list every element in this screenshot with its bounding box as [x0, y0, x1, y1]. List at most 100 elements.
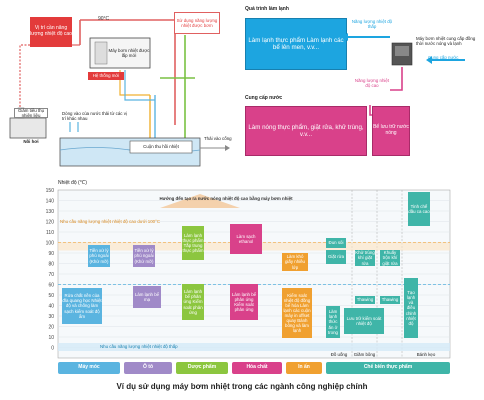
bar-label-6: Đun sôi — [328, 240, 344, 246]
blue-banner: Nhu cầu năng lượng nhiệt nhiệt độ thấp — [100, 344, 178, 349]
bar-label-1: Tiền xử lý phủ ngoài (Khử mỡ) — [89, 248, 109, 264]
supply-flow-diagram — [342, 33, 465, 116]
food-sub-ham: Giăm bông — [353, 352, 376, 357]
cold-arrow-icon — [342, 33, 348, 41]
y-tick: 40 — [48, 304, 54, 310]
cat-bg-2 — [124, 362, 172, 374]
water-supply-label: Cung cấp nước — [428, 55, 459, 60]
boiler-label: Nồi hơi — [23, 139, 39, 144]
bar-label-13: Làm lạnh bể phản ứng Kiểm soát phản ứng — [183, 289, 203, 315]
y-tick: 30 — [48, 314, 54, 320]
bar-19 — [344, 308, 384, 334]
bar-5 — [282, 253, 308, 271]
y-tick: 20 — [48, 325, 54, 331]
bar-label-16: Thawing — [356, 297, 374, 303]
heat-pump-desc: Máy bơm nhiệt cung cấp đồng thời nước nó… — [416, 35, 476, 46]
heat-pump-fan — [94, 41, 108, 65]
bar-17 — [380, 296, 400, 304]
y-tick: 120 — [46, 220, 55, 226]
inflow-label: Dòng vào của nước thải từ các vị trí khá… — [62, 111, 127, 121]
bar-16 — [355, 296, 375, 304]
heat-recovery-coil-label: Cuộn thu hồi nhiệt — [143, 144, 179, 150]
bar-14 — [230, 284, 258, 320]
bar-label-3: Làm lạnh thực phẩm Tắp trung thực phẩm — [182, 232, 204, 254]
bar-7 — [326, 250, 346, 264]
coil-frame — [129, 140, 193, 154]
cat-bg-1 — [58, 362, 120, 374]
industry-temperature-chart: 150 140 130 120 110 100 90 80 70 60 50 4… — [46, 188, 451, 374]
bar-15 — [282, 288, 312, 338]
figure-caption: Ví dụ sử dụng máy bơm nhiệt trong các ng… — [116, 382, 368, 391]
hot-tank-box: Bể lưu trữ nước nóng — [372, 106, 410, 156]
y-tick: 100 — [46, 241, 55, 247]
cooling-box: Làm lạnh thực phẩm Làm lạnh các bể lên m… — [245, 18, 347, 70]
y-tick: 140 — [46, 199, 55, 205]
heat-pump-panel — [395, 46, 409, 56]
low-temp-energy-label: Năng lượng nhiệt độ thấp — [351, 18, 393, 29]
bar-label-5: Làm khô giấy nhiều lớp — [284, 254, 306, 270]
category-machinery: Máy móc — [78, 364, 100, 371]
y-tick: 90 — [48, 251, 54, 257]
bar-3 — [182, 226, 204, 260]
y-tick: 150 — [46, 188, 55, 194]
bars — [62, 192, 430, 338]
temp-label: 90°C — [98, 16, 110, 22]
orange-banner: Nhu cầu năng lượng nhiệt nhiệt độ cao dư… — [60, 219, 161, 224]
bar-label-7: Giặt rửa — [327, 254, 345, 260]
bar-10 — [408, 192, 430, 226]
y-tick: 0 — [51, 346, 54, 352]
bar-label-10: Tinh chế dầu ca cao — [408, 203, 430, 214]
bar-label-15: Kiểm soát nhiệt độ đồng bể hóa Làm lạnh … — [283, 292, 311, 334]
bar-13 — [182, 284, 204, 320]
heating-box: Làm nóng thực phẩm, giặt rửa, khử trùng,… — [245, 106, 367, 156]
category-printing: In ấn — [298, 364, 310, 371]
bar-label-12: Làm lạnh bể mạ — [134, 291, 160, 302]
fuel-saving-label: Giảm tiêu thụ nhiên liệu — [14, 108, 48, 118]
supply-arrow-icon — [426, 56, 432, 64]
category-pharma: Dược phẩm — [187, 364, 217, 371]
bar-label-9: Khuấy trộn khí giặt rửa — [382, 250, 398, 266]
heat-recovery-diagram — [9, 19, 230, 167]
upward-arrow — [160, 194, 240, 208]
bar-9 — [380, 250, 400, 266]
category-automotive: Ô tô — [143, 364, 153, 371]
category-chemicals: Hóa chất — [246, 364, 268, 371]
cat-bg-6 — [326, 362, 450, 374]
y-tick: 80 — [48, 262, 54, 268]
cooling-process-title: Quá trình làm lạnh — [245, 6, 289, 12]
bar-label-17: Thawing — [381, 297, 399, 303]
y-tick: 10 — [48, 335, 54, 341]
blue-link — [124, 70, 155, 101]
top-banner: Hướng đến tạo ra nước nóng nhiệt độ cao … — [159, 196, 293, 201]
bar-8 — [355, 250, 375, 266]
low-temp-zone — [58, 343, 450, 351]
bar-label-4: Làm sạch ethanol — [236, 233, 256, 244]
y-tick: 130 — [46, 209, 55, 215]
y-tick: 50 — [48, 293, 54, 299]
high-temp-energy-label: Năng lượng nhiệt độ cao — [354, 77, 390, 88]
bar-label-11: Rửa chất nền của đĩa quang học Nhiệt độ … — [62, 293, 102, 319]
inflow-tap — [69, 122, 79, 132]
bar-11 — [62, 288, 102, 324]
chart-axis-label: Nhiệt độ (℃) — [58, 180, 87, 186]
food-sub-drinks: Đồ uống — [330, 352, 348, 357]
hot-flow-line — [390, 67, 403, 91]
new-system-badge: Hệ thống mới — [88, 72, 124, 80]
hot-location-box: Vị trí cần năng lượng nhiệt độ cao — [30, 17, 72, 47]
bar-label-14: Làm lạnh bể phản ứng Kiểm soát phản ứng — [231, 291, 257, 313]
y-axis-ticks: 150 140 130 120 110 100 90 80 70 60 50 4… — [46, 188, 55, 352]
bar-1 — [88, 245, 110, 267]
bar-6 — [326, 238, 346, 248]
food-sub-confectionery: Bánh kẹo — [416, 352, 436, 357]
bar-12 — [133, 286, 161, 308]
cat-bg-5 — [286, 362, 322, 374]
cat-bg-4 — [232, 362, 282, 374]
drain-label: Thải vào cống — [204, 136, 232, 141]
bar-2 — [133, 245, 155, 267]
pump-supply-label: Sử dụng năng lượng nhiệt được bơm — [174, 12, 220, 34]
y-tick: 110 — [46, 230, 54, 236]
y-tick: 60 — [48, 283, 54, 289]
drain-arrow-icon — [225, 145, 230, 151]
boiler-unit — [9, 117, 47, 139]
category-food: Chế biến thực phẩm — [363, 364, 413, 371]
